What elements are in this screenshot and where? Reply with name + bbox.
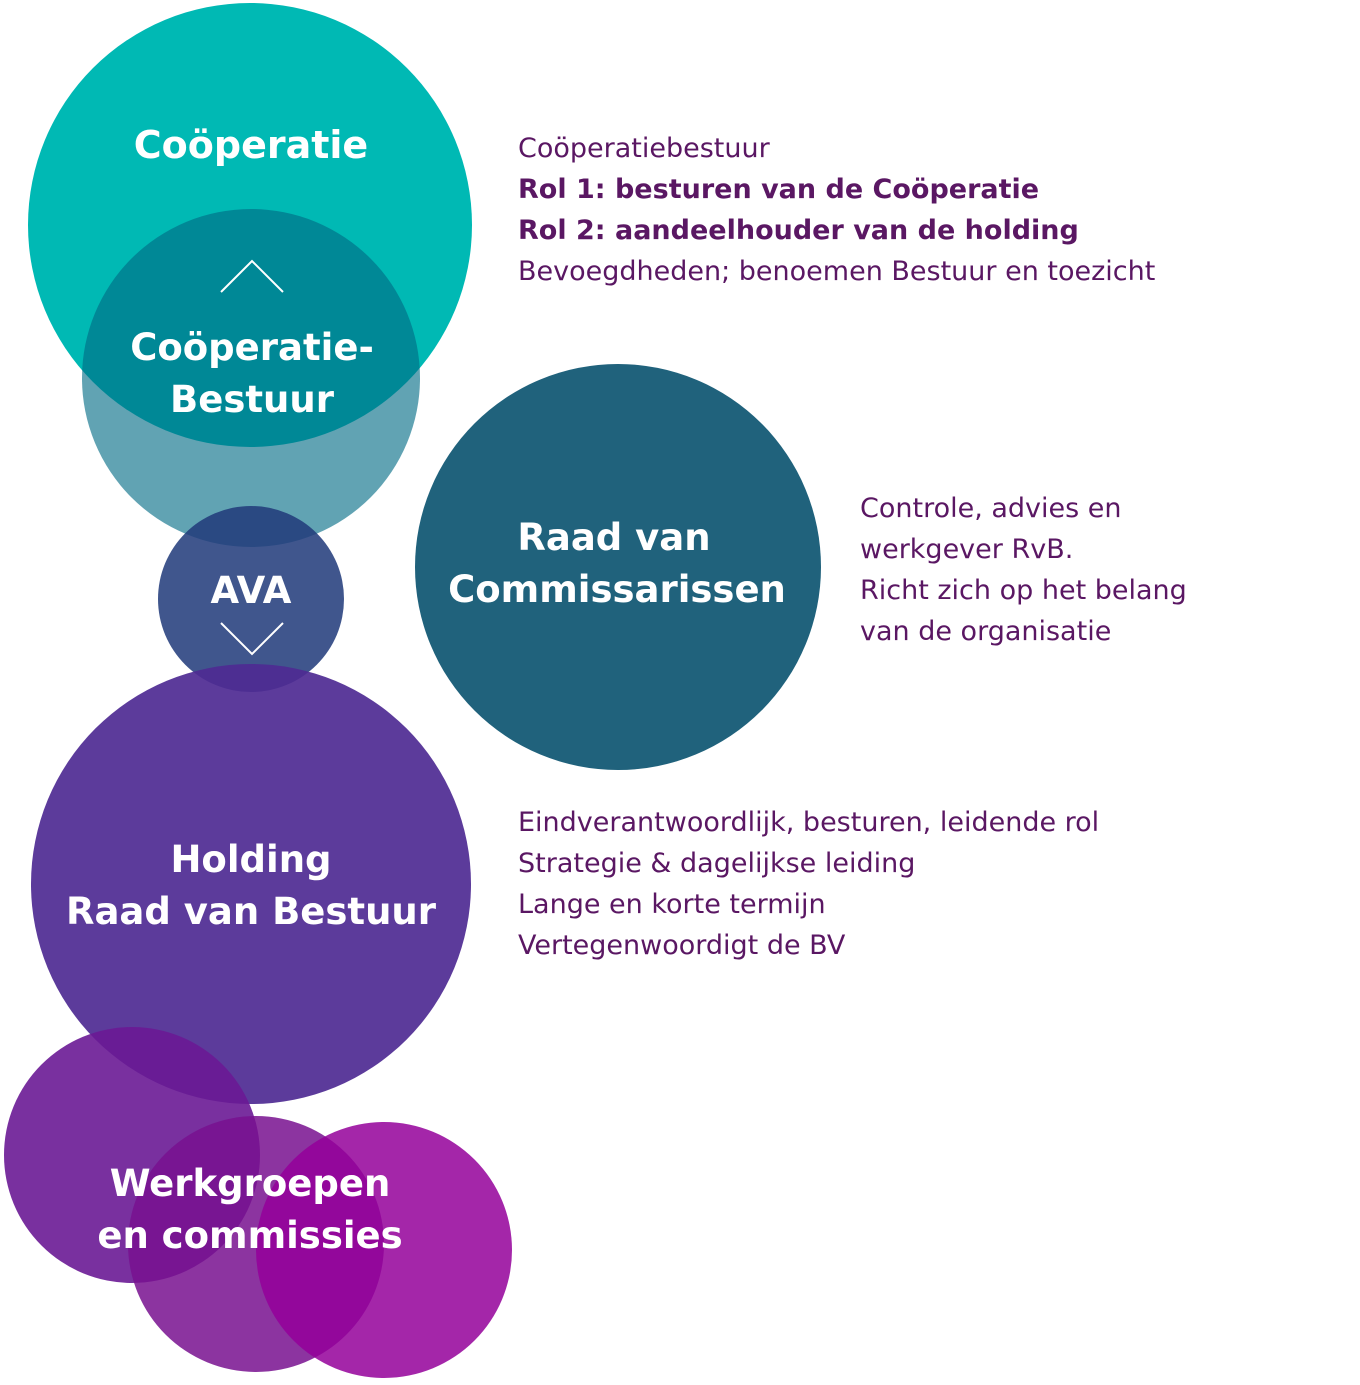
chevron-down-icon (220, 622, 284, 656)
description-bevoegdheden: Bevoegdheden; benoemen Bestuur en toezic… (518, 256, 1156, 287)
holding-description-line: Strategie & dagelijkse leiding (518, 848, 916, 879)
werkgroepen-label-line2: en commissies (97, 1214, 402, 1257)
holding-label-line1: Holding (170, 838, 331, 881)
rvc-description-line: Controle, advies en (860, 493, 1122, 524)
rvc-description-line: werkgever RvB. (860, 534, 1074, 565)
cooperatie-label: Coöperatie (134, 123, 368, 167)
description-rol2: Rol 2: aandeelhouder van de holding (518, 215, 1079, 246)
ava-circle (158, 506, 344, 692)
holding-description-line: Vertegenwoordigt de BV (518, 930, 846, 961)
cooperatie-bestuur-label-line1: Coöperatie- (130, 326, 374, 369)
holding-description: Eindverantwoordlijk, besturen, leidende … (518, 802, 1099, 966)
werkgroepen-label-line1: Werkgroepen (110, 1162, 391, 1205)
rvc-label-line2: Commissarissen (448, 568, 786, 611)
werkgroep-circle-right (256, 1122, 512, 1378)
cooperatie-bestuur-label-line2: Bestuur (170, 378, 335, 421)
description-rol1: Rol 1: besturen van de Coöperatie (518, 174, 1040, 205)
cooperatie-bestuur-circle (82, 209, 420, 547)
rvc-description-line: Richt zich op het belang (860, 575, 1187, 606)
description-title: Coöperatiebestuur (518, 133, 770, 164)
rvc-description: Controle, advies en werkgever RvB. Richt… (860, 488, 1187, 652)
holding-rvb-circle (31, 664, 471, 1104)
holding-description-line: Lange en korte termijn (518, 889, 826, 920)
rvc-description-line: van de organisatie (860, 616, 1112, 647)
ava-label: AVA (211, 569, 292, 612)
chevron-up-icon (220, 259, 284, 293)
holding-description-line: Eindverantwoordlijk, besturen, leidende … (518, 807, 1100, 838)
cooperatie-bestuur-description: Coöperatiebestuur Rol 1: besturen van de… (518, 128, 1155, 292)
rvc-label-line1: Raad van (517, 516, 710, 559)
raad-van-commissarissen-circle (415, 364, 821, 770)
holding-label-line2: Raad van Bestuur (66, 890, 437, 933)
